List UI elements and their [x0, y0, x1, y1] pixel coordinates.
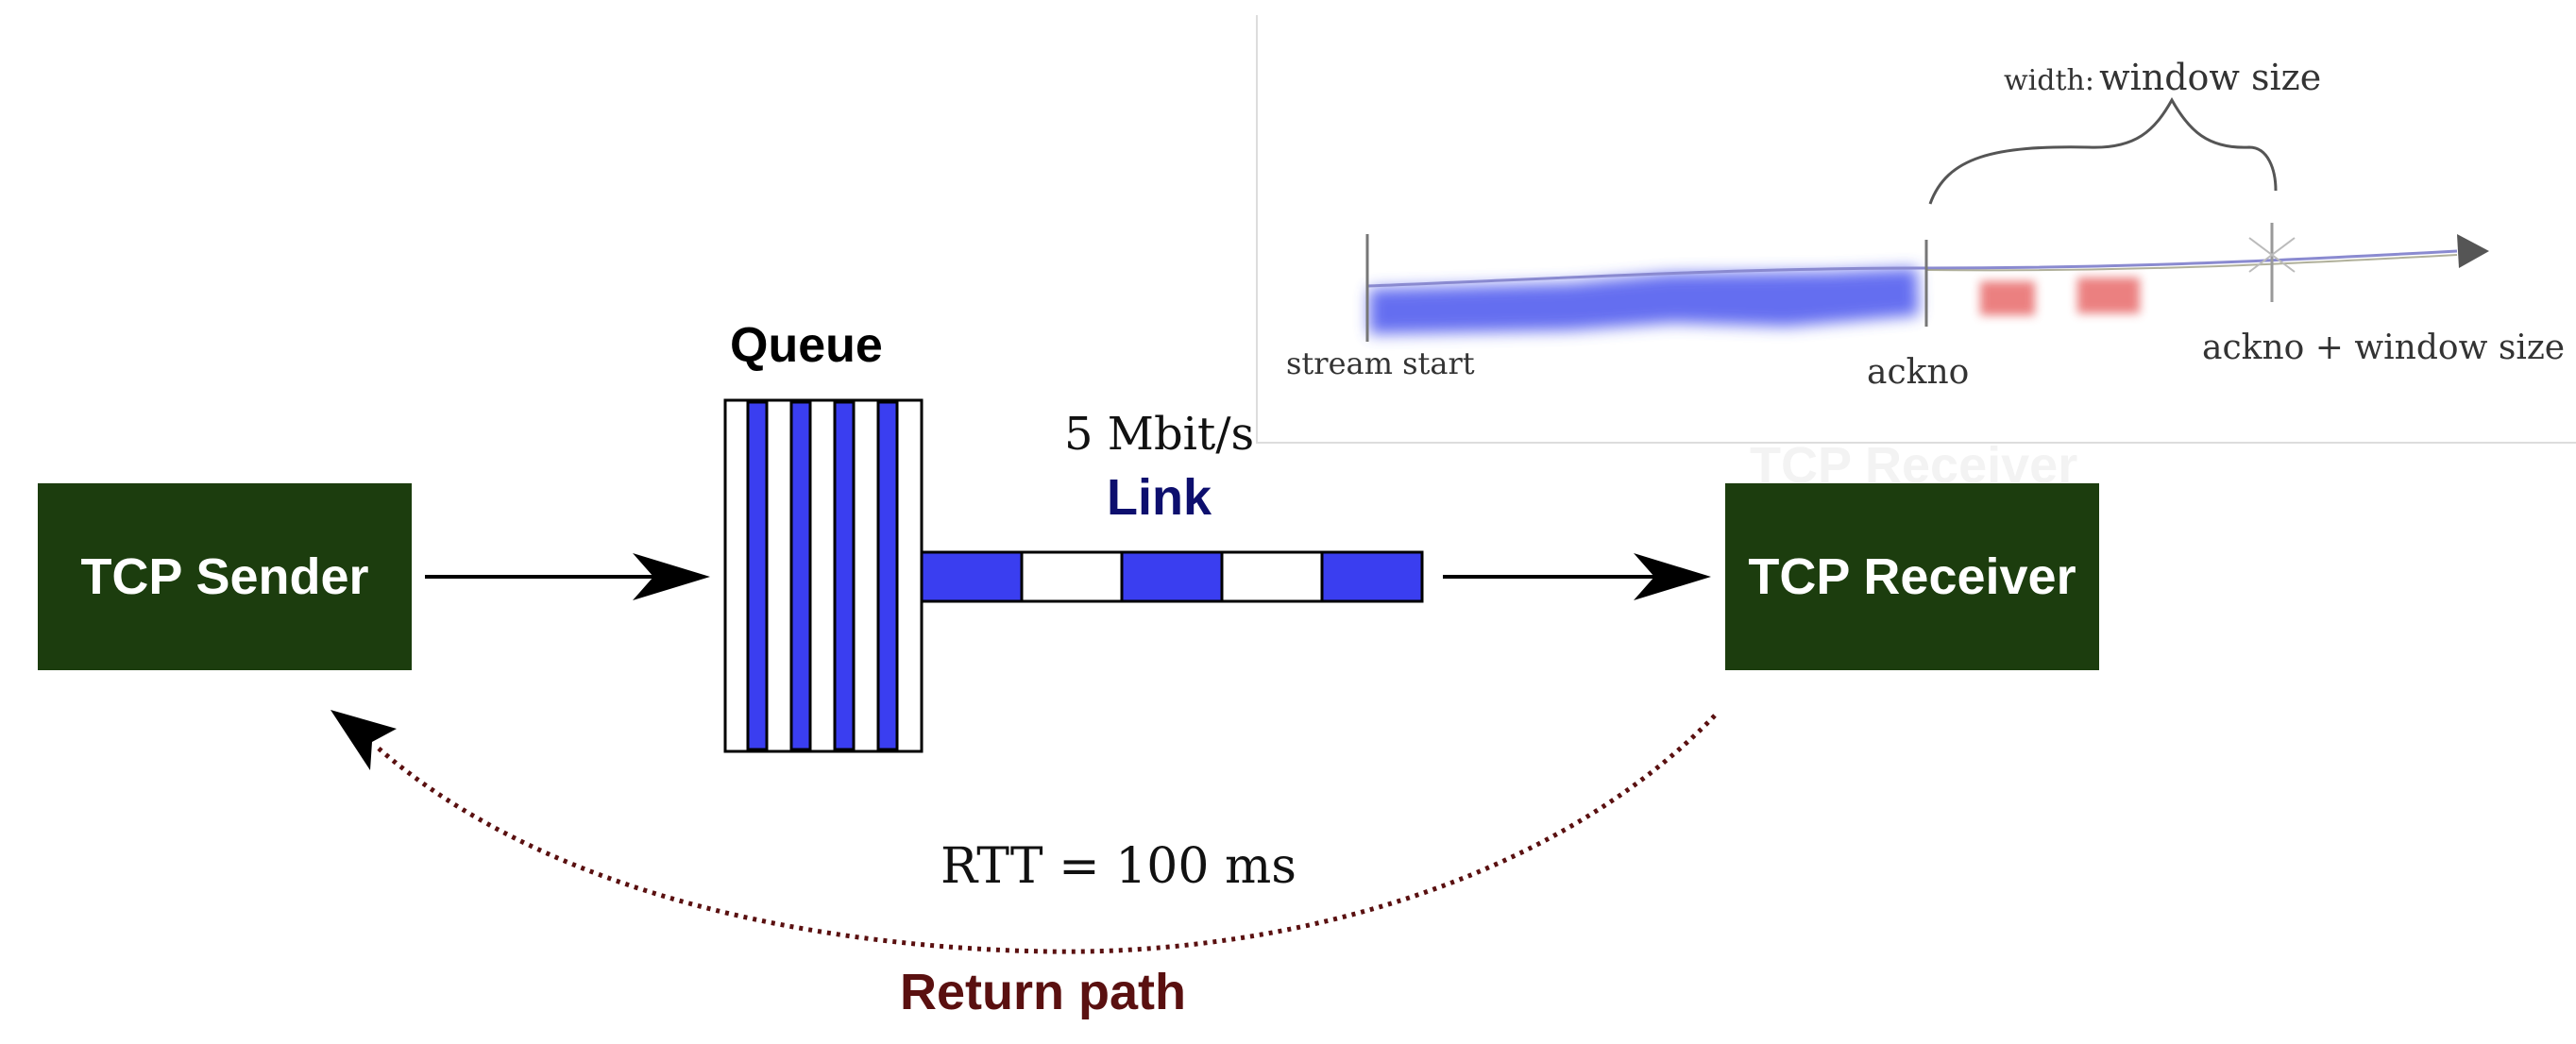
queue: [723, 398, 924, 753]
link-packet: [1320, 550, 1424, 603]
rtt-label: RTT = 100 ms: [941, 838, 1296, 895]
link-pipe: [920, 550, 1424, 603]
ackno-plus-window-label: ackno + window size: [2202, 328, 2566, 367]
link-label: Link: [1107, 469, 1212, 526]
window-sketch-panel: stream start ackno ackno + window size w…: [1256, 15, 2576, 444]
queue-slot: [789, 400, 812, 751]
link-packet: [1220, 550, 1324, 603]
window-sketch: [1365, 96, 2489, 342]
tcp-sender-box: TCP Sender: [38, 483, 412, 670]
tcp-receiver-box: TCP Receiver: [1725, 483, 2099, 670]
link-packet: [920, 550, 1024, 603]
width-prefix: width:: [2004, 64, 2094, 97]
width-value: window size: [2099, 57, 2322, 98]
link-rate-label: 5 Mbit/s: [1064, 408, 1255, 461]
ackno-label: ackno: [1867, 353, 1970, 392]
arrow-link-to-receiver: [1443, 553, 1711, 600]
link-packet: [1120, 550, 1224, 603]
arrow-sender-to-queue: [425, 553, 710, 600]
queue-label: Queue: [730, 318, 883, 373]
window-brace: [1928, 96, 2278, 205]
stream-arrowhead: [2457, 234, 2489, 268]
stream-start-label: stream start: [1286, 345, 1475, 381]
queue-slot: [876, 400, 899, 751]
window-segment: [2077, 278, 2140, 313]
queue-slot: [746, 400, 769, 751]
link-packet: [1020, 550, 1124, 603]
acked-region: [1369, 268, 1919, 334]
width-label: width: window size: [2004, 57, 2321, 98]
return-path-label: Return path: [900, 964, 1186, 1020]
window-segment: [1980, 281, 2035, 315]
return-path-arrow: [330, 710, 1717, 954]
queue-slot: [833, 400, 856, 751]
